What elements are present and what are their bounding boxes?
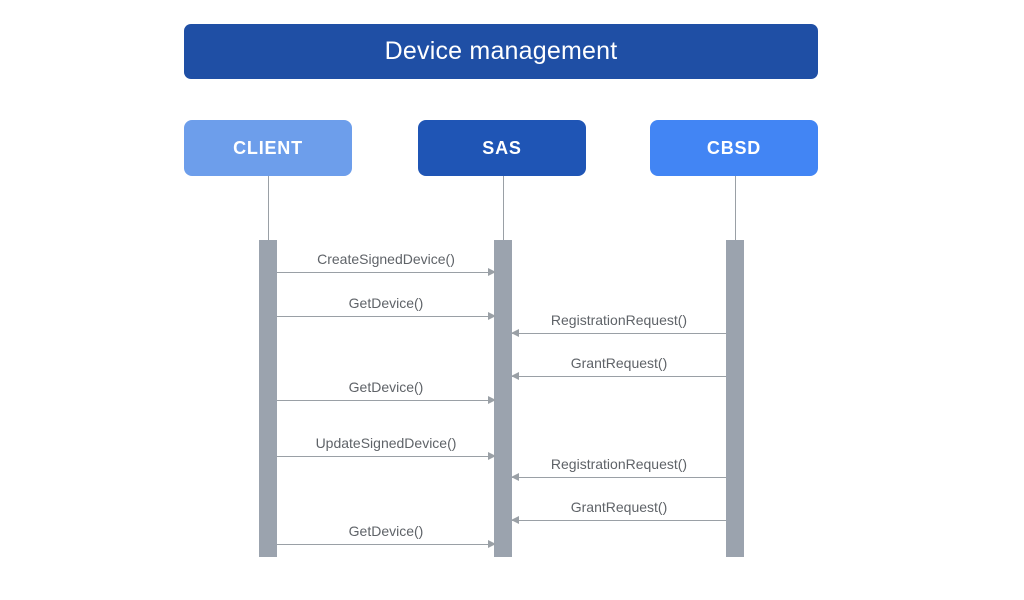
message-line-3: [512, 333, 726, 334]
arrow-head-left-icon: [511, 516, 519, 524]
message-arrow-3[interactable]: RegistrationRequest(): [511, 313, 726, 337]
arrow-head-right-icon: [488, 312, 496, 320]
message-label-7: RegistrationRequest(): [550, 456, 688, 472]
actor-label-client: CLIENT: [233, 138, 303, 158]
message-line-5: [277, 400, 495, 401]
message-arrow-1[interactable]: CreateSignedDevice(): [277, 252, 496, 276]
actor-label-cbsd: CBSD: [706, 138, 762, 158]
diagram-title-bar: Device management: [184, 24, 818, 79]
message-line-1: [277, 272, 495, 273]
arrow-head-right-icon: [488, 268, 496, 276]
actor-box-client[interactable]: CLIENT: [184, 120, 352, 176]
message-arrow-6[interactable]: UpdateSignedDevice(): [277, 436, 496, 460]
message-line-8: [512, 520, 726, 521]
message-label-8: GrantRequest(): [570, 499, 668, 515]
message-label-5: GetDevice(): [348, 379, 424, 395]
arrow-head-left-icon: [511, 473, 519, 481]
message-arrow-8[interactable]: GrantRequest(): [511, 500, 726, 524]
message-label-4: GrantRequest(): [570, 355, 668, 371]
message-label-6: UpdateSignedDevice(): [315, 435, 457, 451]
page-title: Device management: [384, 37, 618, 65]
message-label-3: RegistrationRequest(): [550, 312, 688, 328]
arrow-head-right-icon: [488, 396, 496, 404]
lifeline-sas: [503, 176, 504, 240]
actor-box-cbsd[interactable]: CBSD: [650, 120, 818, 176]
arrow-head-right-icon: [488, 452, 496, 460]
lifeline-cbsd: [735, 176, 736, 240]
message-arrow-2[interactable]: GetDevice(): [277, 296, 496, 320]
arrow-head-right-icon: [488, 540, 496, 548]
arrow-head-left-icon: [511, 329, 519, 337]
message-line-7: [512, 477, 726, 478]
message-arrow-7[interactable]: RegistrationRequest(): [511, 457, 726, 481]
message-label-1: CreateSignedDevice(): [317, 251, 455, 267]
message-line-4: [512, 376, 726, 377]
lifeline-client: [268, 176, 269, 240]
actor-box-sas[interactable]: SAS: [418, 120, 586, 176]
message-line-6: [277, 456, 495, 457]
message-label-9: GetDevice(): [348, 523, 424, 539]
message-arrow-9[interactable]: GetDevice(): [277, 524, 496, 548]
message-arrow-4[interactable]: GrantRequest(): [511, 356, 726, 380]
activation-bar-sas: [494, 240, 512, 557]
arrow-head-left-icon: [511, 372, 519, 380]
message-line-2: [277, 316, 495, 317]
message-line-9: [277, 544, 495, 545]
message-arrow-5[interactable]: GetDevice(): [277, 380, 496, 404]
actor-label-sas: SAS: [482, 138, 522, 158]
activation-bar-cbsd: [726, 240, 744, 557]
activation-bar-client: [259, 240, 277, 557]
message-label-2: GetDevice(): [348, 295, 424, 311]
